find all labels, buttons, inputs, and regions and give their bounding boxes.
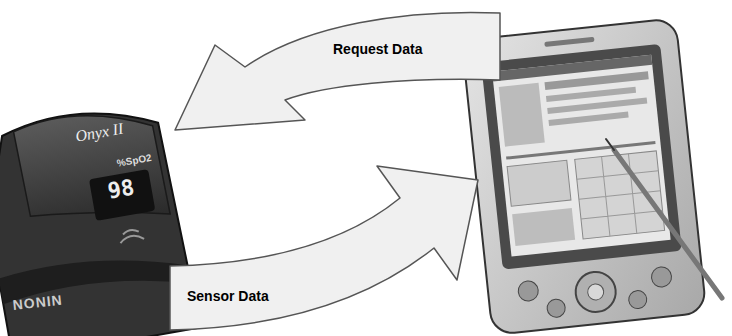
screen-line: [547, 98, 647, 114]
arrow-label: Request Data: [333, 41, 422, 58]
pda-nav-center: [587, 283, 605, 301]
signal-symbol: [119, 228, 145, 243]
screen-block: [507, 160, 571, 206]
flow-arrow: Sensor Data: [165, 138, 485, 334]
screen-block: [512, 208, 575, 246]
flow-arrow: Request Data: [165, 5, 505, 140]
screen-line: [548, 112, 628, 126]
screen-block: [499, 83, 545, 147]
oximeter-face: [13, 102, 171, 239]
arrow-outline: [170, 166, 478, 330]
oximeter-display: [89, 169, 155, 221]
pda-speaker: [544, 37, 594, 47]
display-value: 98: [106, 175, 136, 203]
arrow-outline: [175, 12, 500, 130]
stylus: [614, 150, 722, 298]
pda-nav-button: [574, 270, 618, 314]
screen-line: [546, 87, 636, 102]
pda-bezel: [481, 44, 682, 270]
oximeter-band: [0, 243, 193, 317]
pda-button: [650, 266, 672, 288]
screen-grid: [575, 151, 665, 239]
arrow-shape: [165, 138, 485, 334]
arrow-shape: [165, 5, 505, 140]
pda-button: [628, 290, 648, 310]
pda-button: [546, 298, 566, 318]
screen-grid-lines: [575, 151, 665, 239]
pda-screen: [492, 55, 671, 257]
arrow-label: Sensor Data: [187, 288, 269, 305]
pda-button: [517, 280, 539, 302]
stylus-tip: [606, 139, 614, 150]
